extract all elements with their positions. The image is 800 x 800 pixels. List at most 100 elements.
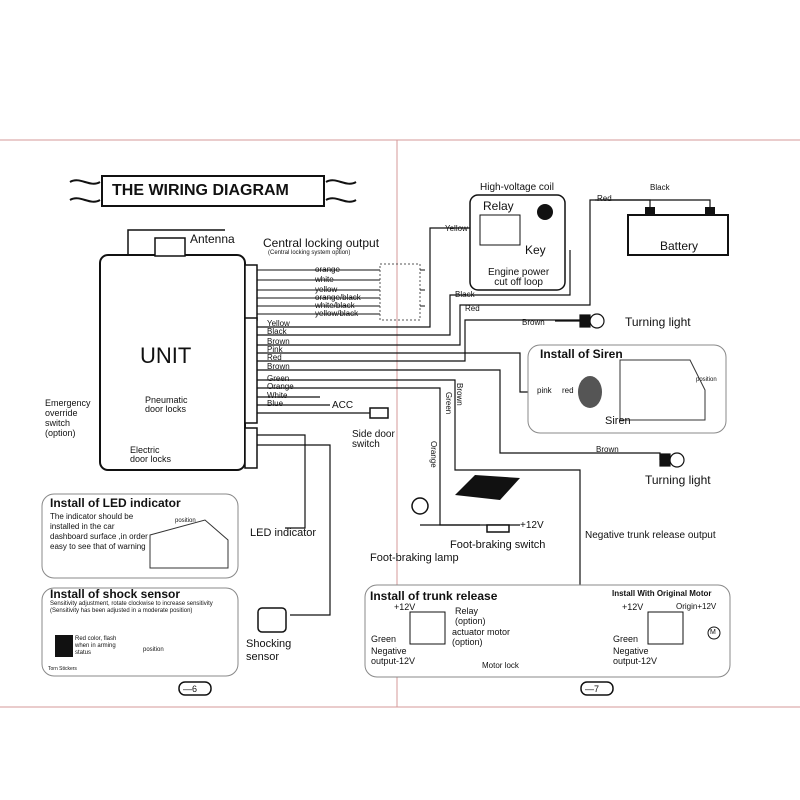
trunk-relay-option: Relay (option) (455, 606, 486, 626)
wire-label-red-mid: Red (465, 304, 480, 313)
wire-label-green-vertical: Green (444, 392, 453, 415)
page-number-6: —6 (183, 684, 198, 694)
foot-brake-switch (486, 524, 510, 533)
coil-icon (537, 204, 553, 220)
original-motor-negative: Negative output-12V (613, 646, 658, 666)
turning-light-1-wire (555, 313, 605, 329)
shock-red-color: Red color, flash when in arming status (75, 636, 117, 656)
shock-sensor-device (257, 607, 287, 633)
key-label: Key (525, 243, 546, 257)
foot-braking-switch-label: Foot-braking switch (450, 539, 546, 551)
unit-wire-label: Blue (267, 399, 284, 408)
antenna-wire (127, 229, 225, 255)
shock-box (41, 587, 239, 677)
trunk-relay (409, 611, 446, 645)
page-title: THE WIRING DIAGRAM (112, 182, 289, 199)
original-motor-plus12: +12V (622, 602, 644, 612)
trunk-motor-lock: Motor lock (482, 661, 519, 670)
trunk-negative: Negative output-12V (371, 646, 416, 666)
led-indicator-label: LED indicator (250, 527, 317, 539)
relay-inner (479, 214, 521, 246)
central-lock-wire-label: white/black (315, 301, 355, 310)
wire-label-red-siren: red (562, 386, 574, 395)
wire-label-brown-vertical: Brown (455, 383, 464, 406)
side-door-label: Side door switch (352, 429, 395, 450)
central-lock-wire-label: orange/black (315, 293, 361, 302)
page-number-7: —7 (585, 684, 600, 694)
battery-body (627, 214, 729, 256)
central-locking-title: Central locking output (263, 236, 380, 250)
unit-wire-label: Green (267, 374, 290, 383)
trunk-plus12: +12V (394, 602, 416, 612)
led-title: Install of LED indicator (50, 496, 181, 510)
central-lock-wire-label: yellow (315, 285, 338, 294)
foot-braking-lamp-label: Foot-braking lamp (370, 552, 459, 564)
foot-brake-pedal (455, 475, 520, 500)
trunk-box (364, 584, 731, 678)
shock-title: Install of shock sensor (50, 587, 181, 601)
side-door-switch (369, 407, 389, 419)
pneumatic-label: Pneumatic door locks (145, 395, 188, 414)
wire-label-brown-turn2: Brown (596, 445, 619, 454)
central-lock-wire-label: orange (315, 265, 340, 274)
wire-label-black-mid: Black (455, 290, 475, 299)
unit-output-wires (257, 199, 711, 640)
shock-position: position (143, 647, 164, 653)
central-lock-wire-label: white (315, 275, 334, 284)
trunk-title: Install of trunk release (370, 589, 498, 603)
central-lock-wire-label: yellow/black (315, 309, 359, 318)
relay-label: Relay (483, 199, 514, 213)
siren-label: Siren (605, 415, 631, 427)
turning-light-2-label: Turning light (645, 473, 711, 487)
siren-title: Install of Siren (540, 347, 623, 361)
motor-icon (707, 626, 721, 640)
engine-power-label: Engine power cut off loop (488, 267, 550, 288)
central-locking-subtitle: (Central locking system option) (268, 250, 351, 256)
unit-connector-mid (244, 317, 258, 424)
siren-car (619, 359, 706, 421)
central-lock-wires (257, 263, 425, 321)
original-motor-green: Green (613, 634, 639, 644)
original-motor-origin: Origin+12V (676, 602, 717, 611)
electric-label: Electric door locks (130, 445, 172, 464)
original-motor-m: M (710, 629, 716, 636)
battery-label: Battery (660, 239, 699, 253)
original-motor-relay (647, 611, 684, 645)
battery-terminal-pos (705, 207, 715, 215)
unit-wire-label: White (267, 391, 288, 400)
antenna-label: Antenna (190, 232, 235, 246)
shock-led-device (55, 635, 73, 657)
battery-terminal-neg (645, 207, 655, 215)
unit-wire-label: Orange (267, 382, 294, 391)
shock-text: Sensitivity adjustment, rotate clockwise… (50, 601, 213, 614)
trunk-green: Green (371, 634, 397, 644)
unit-wire-label: Pink (267, 345, 283, 354)
led-wire (257, 434, 306, 529)
acc-label: ACC (332, 400, 354, 411)
led-position: position (175, 518, 196, 524)
wire-label-red-top: Red (597, 194, 612, 203)
unit-wire-label: Brown (267, 337, 290, 346)
siren-position: position (696, 377, 717, 383)
wire-label-yellow-relay: Yellow (445, 224, 468, 233)
wire-label-brown-turn1: Brown (522, 318, 545, 327)
unit-antenna-tab (154, 237, 186, 257)
shock-wire (257, 444, 331, 616)
shocking-sensor-label: Shocking sensor (246, 638, 292, 663)
siren-device (578, 376, 602, 408)
unit-wire-label: Brown (267, 362, 290, 371)
shock-torn: Torn Stickers (48, 666, 77, 672)
unit-label: UNIT (140, 343, 192, 368)
led-car (149, 519, 229, 569)
unit-wire-label: Red (267, 353, 282, 362)
siren-box (527, 344, 727, 434)
wire-label-pink: pink (537, 386, 552, 395)
led-text: The indicator should be installed in the… (50, 512, 148, 551)
plus12-label: +12V (520, 520, 544, 531)
unit-connector-low (244, 427, 258, 469)
wire-label-black-top: Black (650, 183, 670, 192)
high-voltage-coil-label: High-voltage coil (480, 182, 554, 193)
original-motor-title: Install With Original Motor (612, 589, 712, 598)
